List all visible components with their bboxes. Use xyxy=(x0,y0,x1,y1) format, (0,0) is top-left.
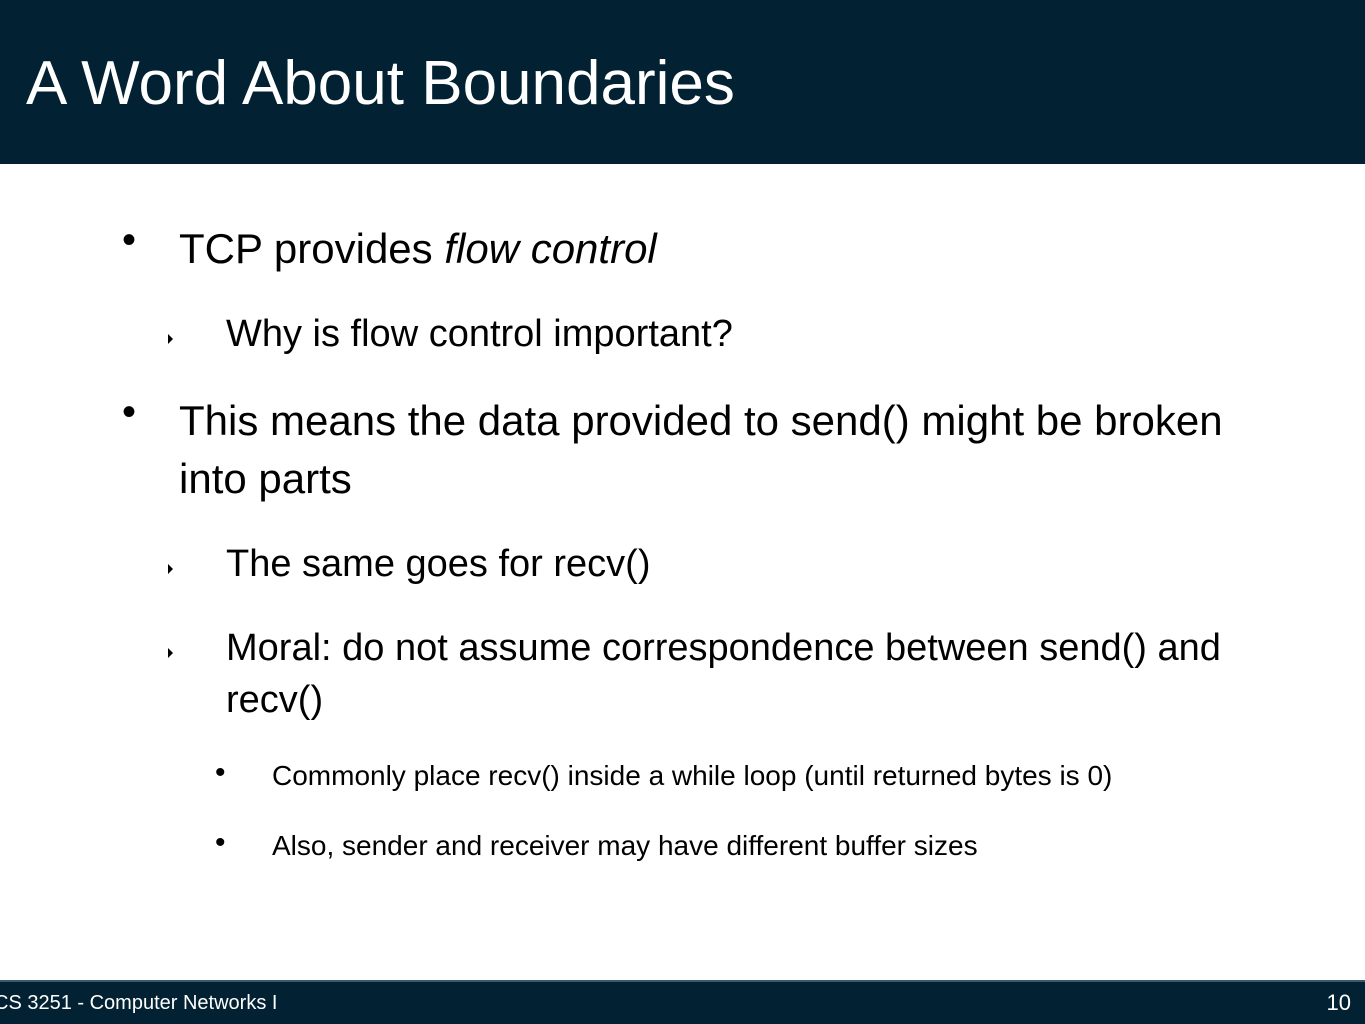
bullet-dot-icon: • xyxy=(215,826,226,859)
bullet-text: TCP provides xyxy=(179,225,445,272)
sub-bullet-moral: Moral: do not assume correspondence betw… xyxy=(226,627,1221,721)
sub-sub-bullet-while-loop: Commonly place recv() inside a while loo… xyxy=(272,760,1113,791)
sub-bullet-flow-control-question: Why is flow control important? xyxy=(226,313,733,355)
bullet-data-broken-into-parts: This means the data provided to send() m… xyxy=(179,397,1223,502)
bullet-emphasis: flow control xyxy=(444,225,657,272)
slide-footer: CS 3251 - Computer Networks I 10 xyxy=(0,980,1365,1024)
footer-course-name: CS 3251 - Computer Networks I xyxy=(0,992,278,1014)
slide-title: A Word About Boundaries xyxy=(26,49,735,118)
sub-bullet-arrow-icon xyxy=(168,564,173,574)
bullet-dot-icon: • xyxy=(122,218,137,262)
page-number: 10 xyxy=(1326,990,1351,1015)
bullet-dot-icon: • xyxy=(215,756,226,789)
slide-content: • TCP provides flow control Why is flow … xyxy=(0,164,1365,980)
sub-bullet-arrow-icon xyxy=(168,648,173,658)
sub-sub-bullet-buffer-sizes: Also, sender and receiver may have diffe… xyxy=(272,830,978,861)
sub-bullet-recv-same: The same goes for recv() xyxy=(226,543,651,585)
sub-bullet-arrow-icon xyxy=(168,334,173,344)
bullet-dot-icon: • xyxy=(122,390,137,434)
bullet-tcp-flow-control: TCP provides flow control xyxy=(179,220,1279,278)
slide-header: A Word About Boundaries xyxy=(0,0,1365,164)
